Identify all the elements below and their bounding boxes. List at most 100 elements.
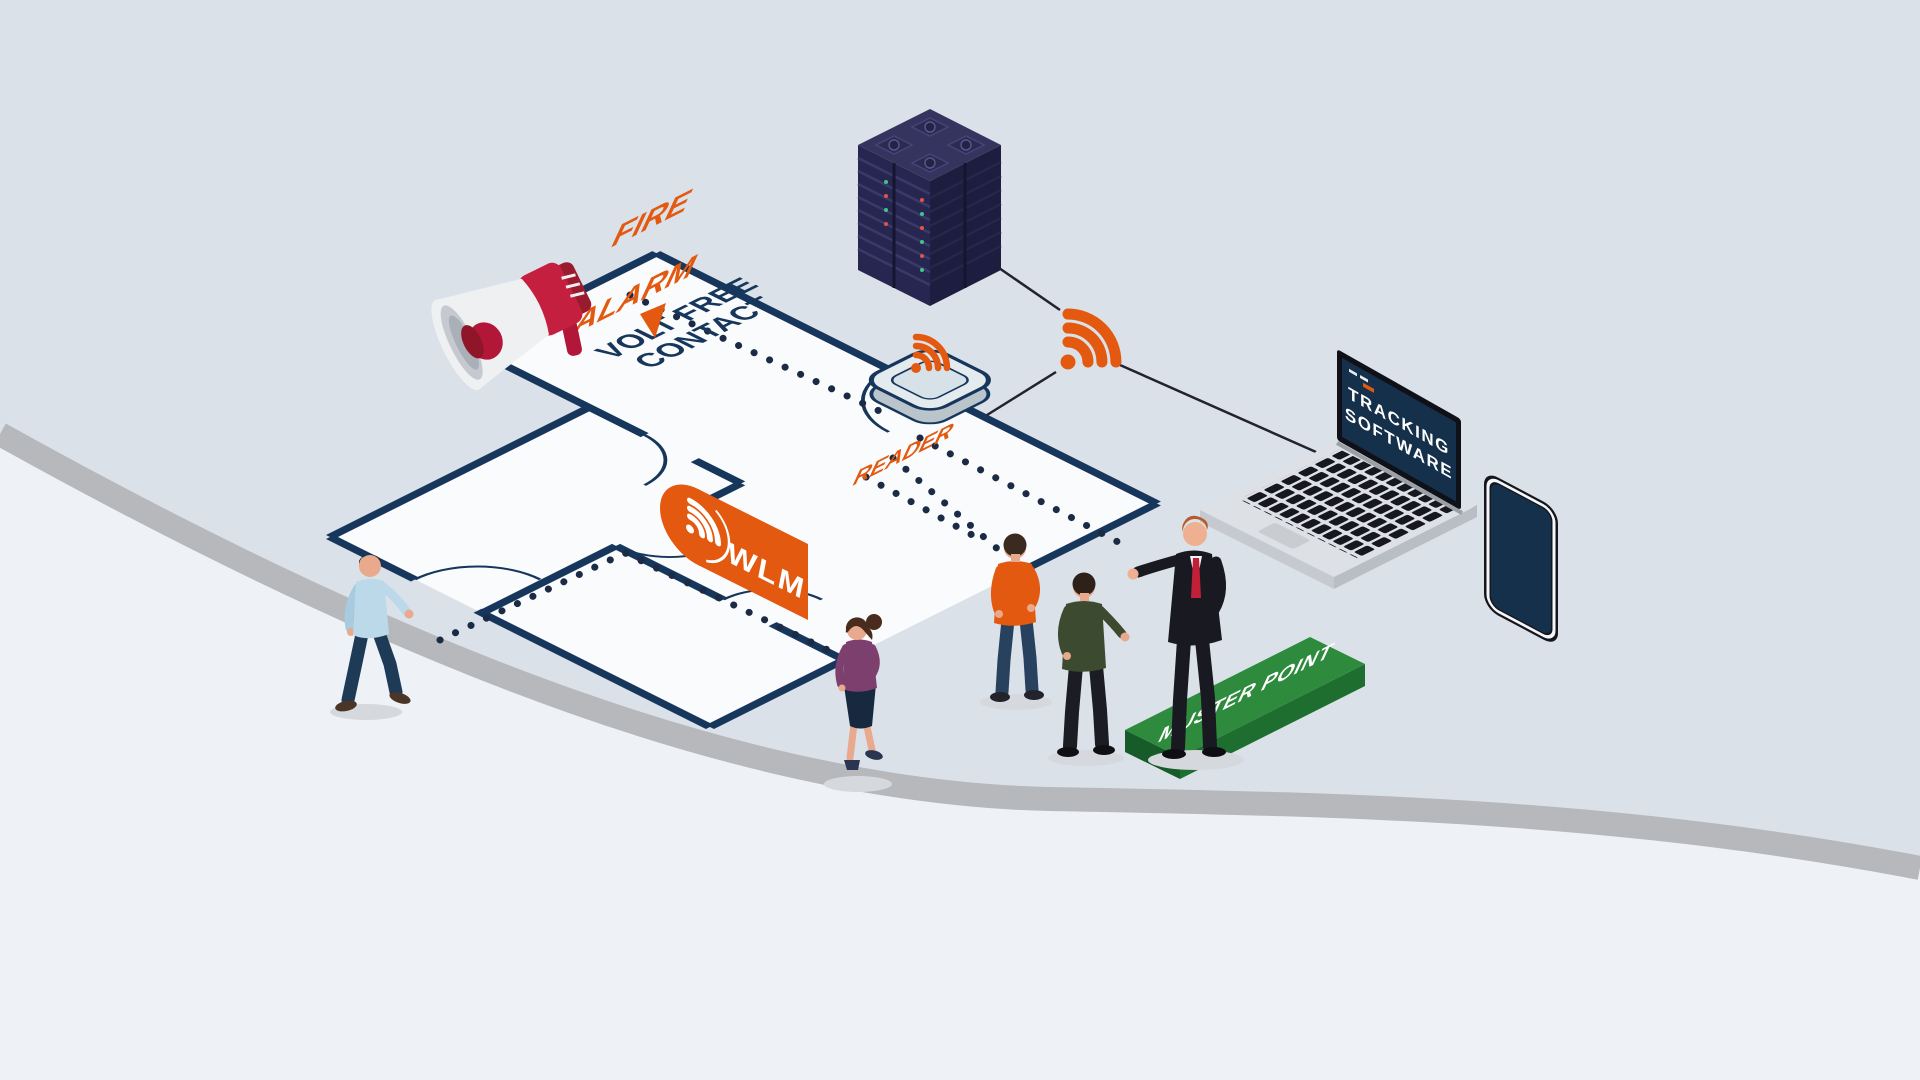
shoe [1093,745,1115,755]
server-rack [857,109,1002,306]
line-server-to-wifi [998,266,1061,312]
wifi-arc [1062,322,1108,368]
person-suit-man [1127,515,1244,770]
arm [377,581,411,616]
laptop-keyboard [1239,449,1458,559]
sign-side-front [1180,664,1365,779]
window-dash [1349,368,1357,377]
wifi-icon [1060,308,1122,370]
megaphone-grill [561,273,585,298]
wifi-dot [911,363,921,373]
smartphone-bezel [1486,478,1556,639]
connection-lines [986,266,1317,454]
wifi-arc [1062,308,1122,368]
skirt [844,684,876,729]
leg [1019,613,1039,697]
laptop-base-edge-right [1334,505,1477,589]
wifi-arc [687,497,722,547]
wlm-wifi-icon [686,497,722,547]
arm [867,644,880,680]
head [359,555,381,577]
shoe [1024,690,1044,700]
hand [1027,604,1035,612]
hair-bun [866,614,882,630]
shoe [335,700,357,712]
neck [1080,593,1089,601]
fire-alarm-pointer-icon [640,303,666,338]
megaphone-inner-dark [461,325,484,359]
leg [1063,659,1083,753]
hair [845,617,873,640]
dotted-path-to-suit-man [916,434,1122,546]
smartphone-screen [1491,484,1551,634]
window-dash [1360,375,1368,383]
dotted-path-to-orange-man [862,473,989,546]
line-building-to-wifi [986,370,1057,417]
arm [990,565,1005,615]
leg [373,629,403,699]
server-status-leds [884,180,924,272]
shoe [1202,747,1226,757]
leg [1171,633,1191,755]
arm-extended [1132,554,1184,578]
laptop-hinge [1336,441,1463,515]
wifi-arc [687,513,706,539]
server-fan [960,139,972,151]
server-fan [924,121,936,133]
heel-shoe [865,750,883,760]
shoe [990,692,1010,702]
wifi-dot [686,524,694,534]
dotted-path-walking-man [436,549,859,667]
door-arc [413,565,542,581]
hair [1072,572,1096,596]
torso [353,578,389,639]
arm [1058,605,1073,657]
hand [838,684,846,692]
head [1183,522,1207,546]
arm [1025,565,1040,609]
wlm-badge-ring [665,490,731,564]
leg [341,627,369,707]
laptop-touchpad [1258,523,1310,549]
leg [995,613,1015,699]
person-green-shirt-man [1048,572,1130,766]
floor [330,253,1157,727]
server-fan [888,139,900,151]
leg [1195,633,1217,753]
arm [1208,556,1226,616]
leg [846,720,858,762]
neck [1011,554,1020,562]
smartphone [1484,475,1558,642]
hand [1063,652,1071,660]
line-wifi-to-laptop [1119,363,1317,454]
door-arc [643,434,668,486]
hand [404,609,414,619]
hair [1182,515,1208,532]
hand [995,610,1003,618]
wifi-arc [912,333,951,372]
tracking-paths [436,291,1122,667]
person-woman [824,614,892,792]
torso [994,561,1036,626]
window-dash-orange [1363,382,1374,393]
laptop-screen-panel [1342,357,1456,502]
wifi-arc [687,505,713,543]
server-top-units [874,117,986,173]
server-seams [892,163,967,288]
arm [1095,605,1127,639]
shadow [824,776,892,792]
shoe [1057,747,1079,757]
torso [1062,601,1106,672]
shoe [1162,749,1186,759]
wifi-dot [1060,354,1076,370]
wifi-arc [912,351,933,372]
hand [347,628,355,636]
person-walking-man [330,554,414,720]
reader-top [868,349,991,411]
leg [1089,659,1109,751]
heel-shoe [844,760,860,770]
dotted-path-volt-room [626,291,892,419]
megaphone-icon [431,262,592,391]
